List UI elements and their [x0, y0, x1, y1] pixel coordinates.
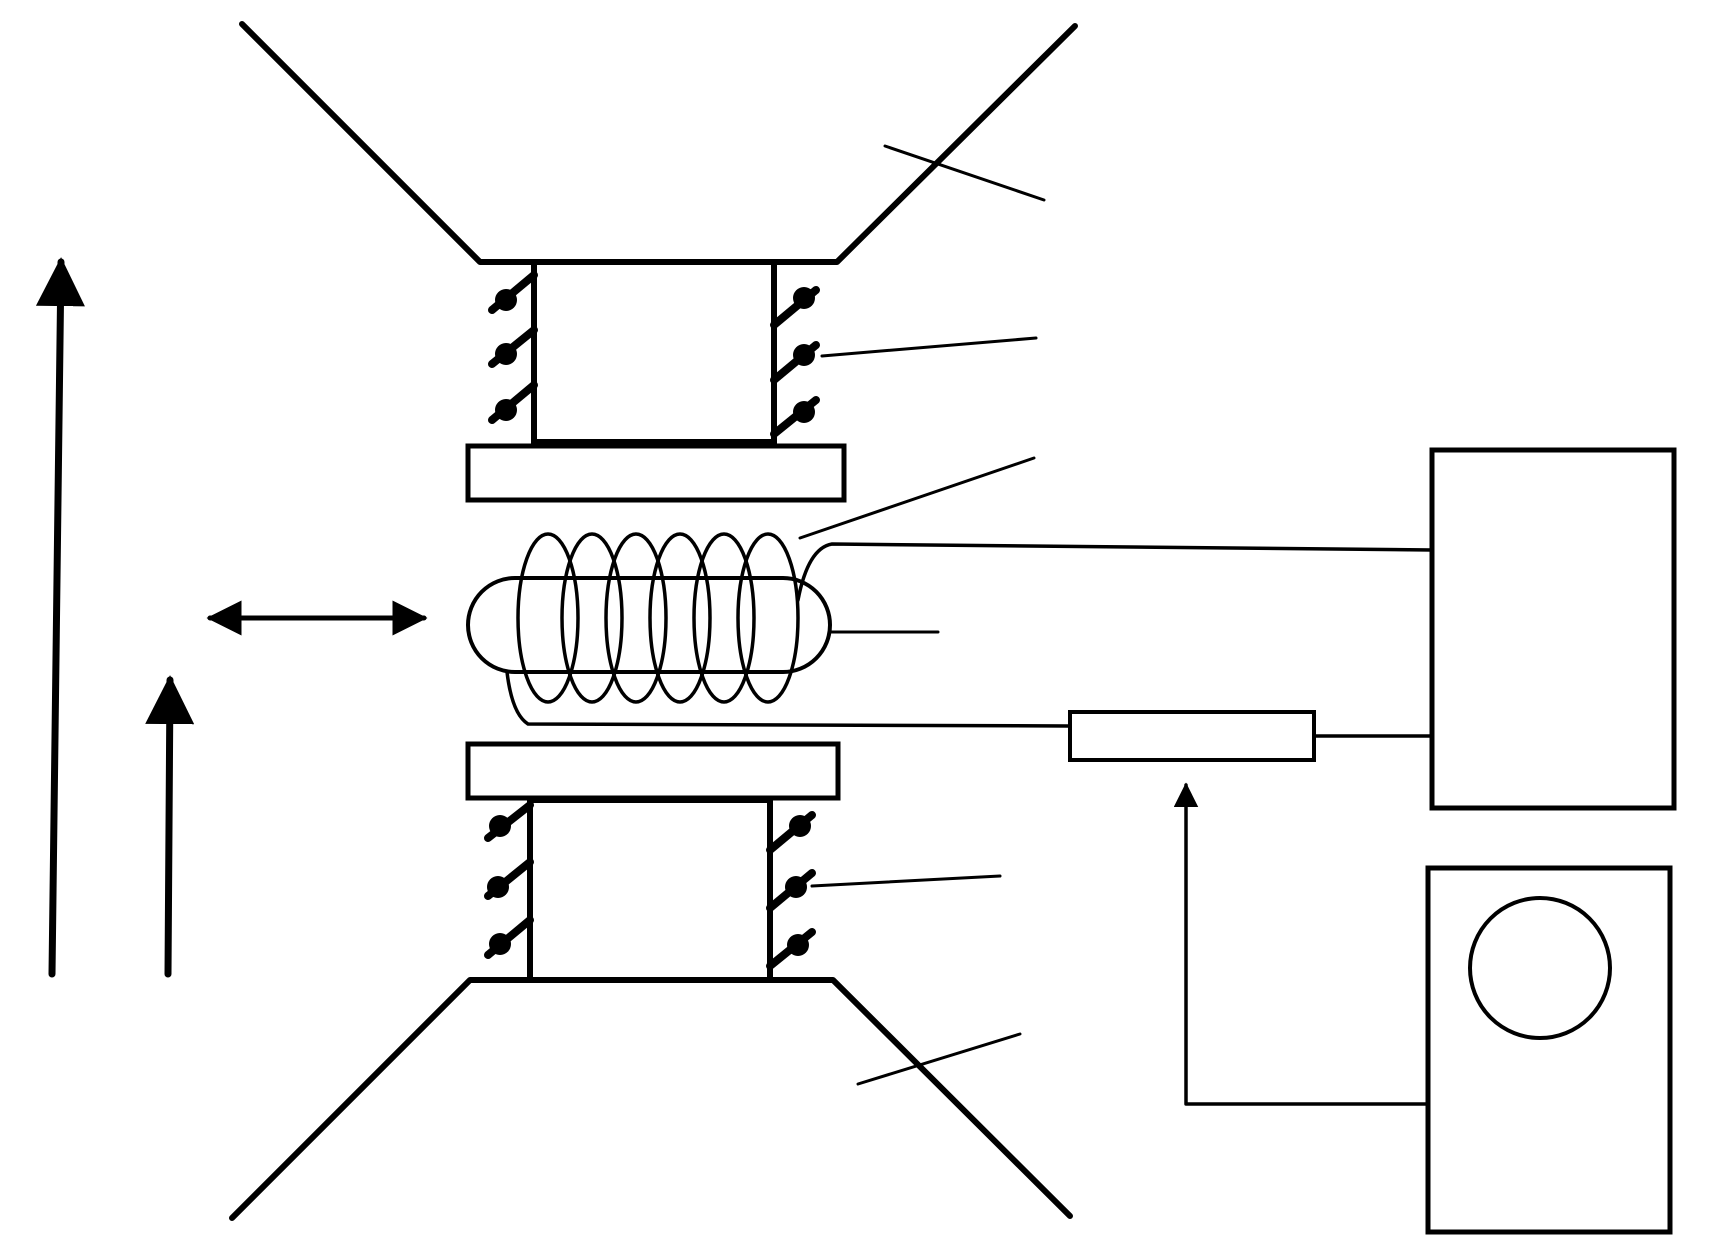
upper-magnet-coil	[488, 271, 820, 438]
sample-coil	[505, 532, 1434, 728]
rf-unit-box	[1429, 447, 1677, 811]
upper-coil-left-turns	[488, 271, 538, 424]
sample-direction-arrow	[145, 675, 195, 978]
oscilloscope-box	[1425, 865, 1673, 1235]
field-direction-arrow	[35, 257, 85, 978]
leader-lines	[798, 144, 1046, 1086]
upper-coil-right-turns	[770, 286, 820, 438]
scope-feedback-wire	[1173, 782, 1430, 1106]
upper-pole-cap	[465, 443, 847, 503]
lower-coil-left-turns	[484, 801, 534, 959]
oscilloscope-screen	[1468, 896, 1612, 1040]
lower-pole-piece	[229, 977, 1073, 1221]
lower-coil-right-turns	[766, 811, 816, 970]
upper-pole-body	[531, 259, 777, 445]
sample-rod	[466, 576, 832, 674]
lower-magnet-coil	[484, 801, 816, 970]
